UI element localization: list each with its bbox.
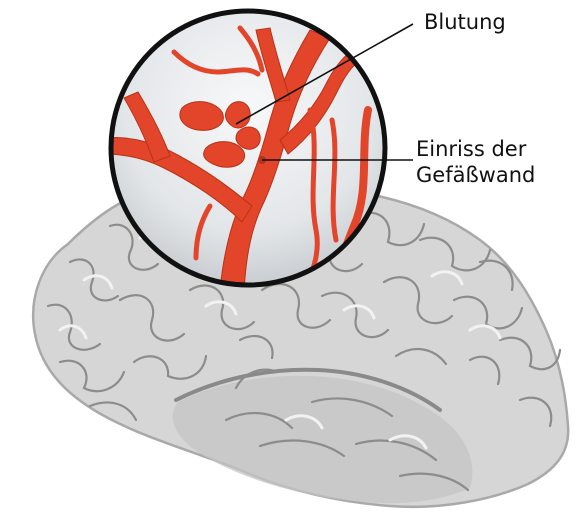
- label-wall-tear-line2: Gefäßwand: [416, 162, 535, 188]
- label-wall-tear: Einriss der Gefäßwand: [416, 136, 535, 188]
- label-wall-tear-line1: Einriss der: [416, 136, 535, 162]
- label-bleeding: Blutung: [424, 9, 506, 35]
- right-vessel-c: [332, 120, 336, 240]
